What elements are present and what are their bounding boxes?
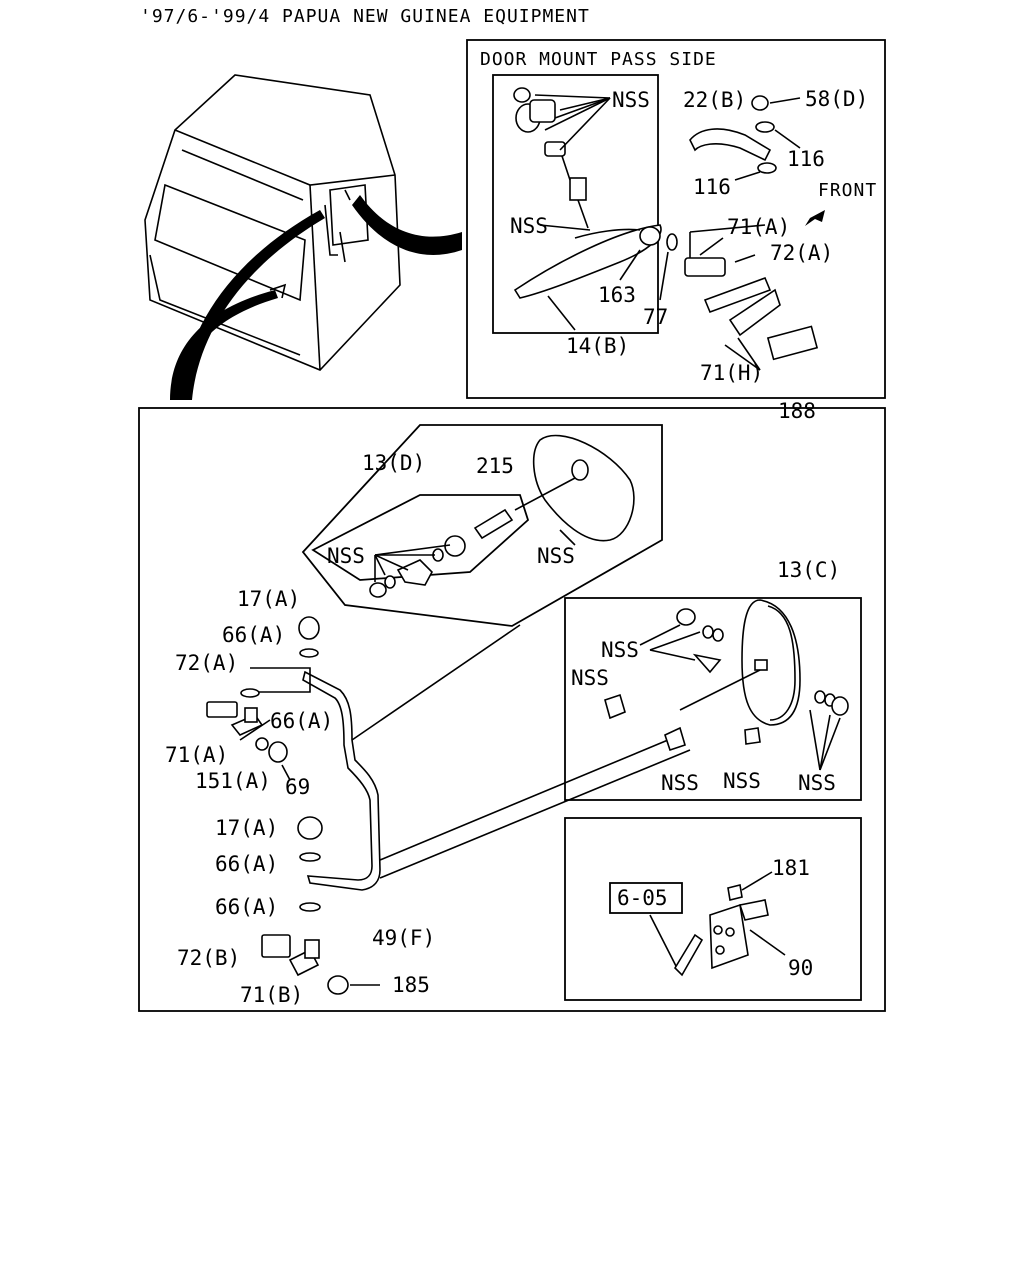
mirror-rod-49f [302, 624, 691, 891]
label-17a-2: 17(A) [215, 816, 278, 840]
label-nss-7: NSS [798, 771, 836, 795]
label-front: FRONT [818, 180, 877, 201]
bracket-inset-parts [609, 871, 786, 977]
label-71a-top: 71(A) [727, 215, 790, 239]
ref-605-box [609, 882, 683, 914]
label-69: 69 [285, 775, 310, 799]
label-163: 163 [598, 283, 636, 307]
bracket-inset-frame [564, 817, 862, 1001]
label-181: 181 [772, 856, 810, 880]
label-nss-4: NSS [571, 666, 609, 690]
label-71b: 71(B) [240, 983, 303, 1007]
truck-cab-illustration [144, 74, 401, 371]
inset-heading: DOOR MOUNT PASS SIDE [480, 49, 717, 70]
label-22b: 22(B) [683, 88, 746, 112]
label-66a-2: 66(A) [270, 709, 333, 733]
door-mirror-assembly [513, 87, 662, 299]
label-66a-4: 66(A) [215, 895, 278, 919]
label-13c: 13(C) [777, 558, 840, 582]
label-nss-5: NSS [661, 771, 699, 795]
inset-bracket-parts [547, 95, 825, 371]
inset-mirror-subframe [492, 74, 659, 334]
mirror-13d-parts [369, 434, 635, 598]
label-71h: 71(H) [700, 361, 763, 385]
label-58d: 58(D) [805, 87, 868, 111]
label-71a: 71(A) [165, 743, 228, 767]
label-nss-2: NSS [537, 544, 575, 568]
label-116b: 116 [693, 175, 731, 199]
label-66a-1: 66(A) [222, 623, 285, 647]
main-diagram-frame [138, 407, 886, 1012]
label-nss-b: NSS [510, 214, 548, 238]
mirror-13c-frame [564, 597, 862, 801]
label-nss-1: NSS [327, 544, 365, 568]
page-title: '97/6-'99/4 PAPUA NEW GUINEA EQUIPMENT [140, 6, 590, 27]
label-nss-3: NSS [601, 638, 639, 662]
label-66a-3: 66(A) [215, 852, 278, 876]
label-ref-605[interactable]: 6-05 [617, 886, 668, 910]
leader-bands [170, 195, 462, 400]
label-151a: 151(A) [195, 769, 271, 793]
label-72a: 72(A) [175, 651, 238, 675]
mirror-13c-parts [604, 599, 849, 771]
label-215: 215 [476, 454, 514, 478]
label-nss-a: NSS [612, 88, 650, 112]
label-72b: 72(B) [177, 946, 240, 970]
label-nss-6: NSS [723, 769, 761, 793]
label-185: 185 [392, 973, 430, 997]
label-116a: 116 [787, 147, 825, 171]
inset-door-mount-frame [466, 39, 886, 399]
label-14b: 14(B) [566, 334, 629, 358]
label-72a-top: 72(A) [770, 241, 833, 265]
label-188: 188 [778, 399, 816, 423]
label-77: 77 [643, 305, 668, 329]
mirror-13d-outline [301, 424, 663, 627]
mirror-215-outline [311, 494, 530, 581]
label-90: 90 [788, 956, 813, 980]
label-49f: 49(F) [372, 926, 435, 950]
label-17a-1: 17(A) [237, 587, 300, 611]
label-13d: 13(D) [362, 451, 425, 475]
main-bracket-parts [206, 616, 380, 995]
